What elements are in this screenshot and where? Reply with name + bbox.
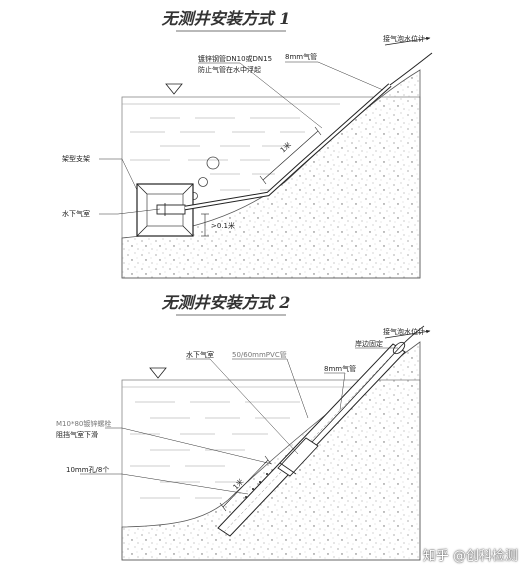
air-chamber [156,203,186,216]
diagram-1-title: 无测井安装方式 1 [161,9,291,28]
label-bolt-1: M10*80镀锌螺栓 [56,419,111,428]
label-pvc: 50/60mmPVC管 [232,350,287,359]
label-tube-1: 8mm气管 [285,52,317,61]
label-shore-fix: 岸边固定 [355,339,383,348]
label-spacing-1: 1米 [278,140,293,154]
label-chamber-2: 水下气室 [186,350,214,359]
label-to-meter-2: 接气泡水位计 [383,327,425,336]
air-bubbles [190,156,220,200]
depth-dimension [201,213,209,237]
water-level-symbol-2 [149,367,167,379]
diagram-1: 无测井安装方式 1 [62,9,433,279]
meter-arrow [384,36,431,46]
air-chamber-2 [277,437,319,477]
water-lines-2 [122,386,360,499]
watermark: 知乎 @创科检测 [422,549,518,564]
air-tube-2 [311,325,425,443]
water-lines [122,103,340,191]
steel-pipe [184,83,392,211]
label-to-meter-1: 接气泡水位计 [383,34,425,43]
label-depth: >0.1米 [211,221,235,230]
diagram-2-title: 无测井安装方式 2 [161,293,291,312]
air-tube [389,52,433,86]
spacing-dimension-1 [259,126,322,185]
leaders-1 [99,61,384,215]
label-bracket: 架型支架 [62,154,90,163]
label-tube-2: 8mm气管 [324,364,356,373]
spacing-dimension-2 [219,455,272,512]
water-level-symbol [165,83,183,95]
label-holes: 10mm孔/8个 [66,466,109,474]
leaders-2 [80,347,398,495]
meter-arrow-2 [384,329,431,339]
label-pipe-spec-1: 镀锌钢管DN10或DN15 [198,54,272,63]
pvc-holes [245,473,268,498]
diagram-2: 无测井安装方式 2 [56,293,431,561]
label-pipe-spec-2: 防止气管在水中浮起 [198,65,261,74]
label-chamber-1: 水下气室 [62,209,90,218]
label-bolt-2: 阻挡气室下滑 [56,430,98,439]
